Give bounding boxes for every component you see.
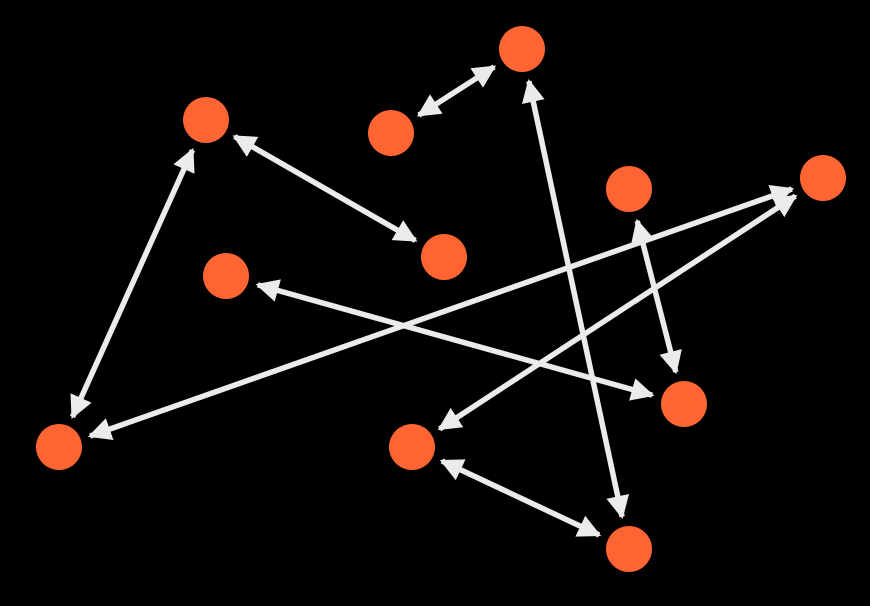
- node-n11: [606, 526, 652, 572]
- edge-n4-n3: [416, 64, 497, 118]
- edge-n10-n11: [439, 458, 602, 538]
- node-n9: [661, 381, 707, 427]
- edge-n1-n5: [69, 147, 196, 420]
- node-n3: [368, 110, 414, 156]
- edge-n6-n9: [255, 279, 655, 401]
- edge-n12-n9: [631, 218, 682, 375]
- node-n6: [203, 253, 249, 299]
- edge-n7-n10: [437, 193, 798, 432]
- node-n2: [421, 234, 467, 280]
- nodes-layer: [36, 26, 846, 572]
- edge-n4-n11: [521, 79, 630, 519]
- node-n1: [183, 97, 229, 143]
- node-n10: [389, 424, 435, 470]
- node-n4: [499, 26, 545, 72]
- node-n5: [36, 424, 82, 470]
- node-n7: [800, 155, 846, 201]
- node-n12: [606, 166, 652, 212]
- edges-layer: [69, 64, 798, 538]
